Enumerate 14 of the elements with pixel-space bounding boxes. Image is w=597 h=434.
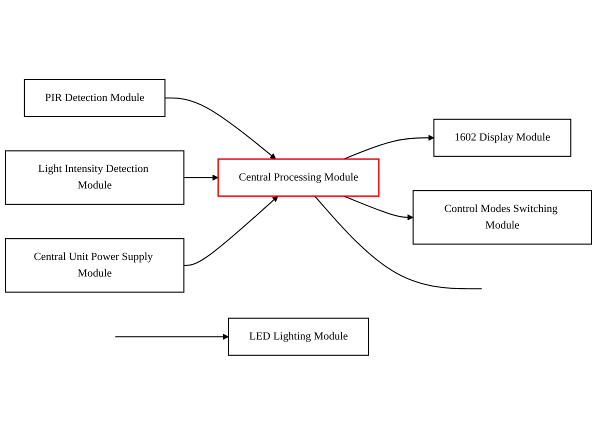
node-box: Control Modes Switching Module	[412, 190, 592, 244]
node-box: LED Lighting Module	[228, 317, 369, 356]
arrow	[184, 174, 218, 180]
arrow	[164, 97, 276, 159]
arrow	[344, 134, 434, 160]
arrow	[115, 333, 229, 340]
node-box: Central Unit Power Supply Module	[4, 238, 184, 292]
node-box: PIR Detection Module	[24, 78, 166, 117]
arrow	[344, 195, 414, 220]
node-box: Light Intensity Detection Module	[4, 150, 184, 204]
node-box: Central Processing Module	[217, 158, 380, 196]
connector	[314, 195, 482, 289]
node-box: 1602 Display Module	[433, 118, 572, 156]
arrow	[184, 195, 278, 266]
